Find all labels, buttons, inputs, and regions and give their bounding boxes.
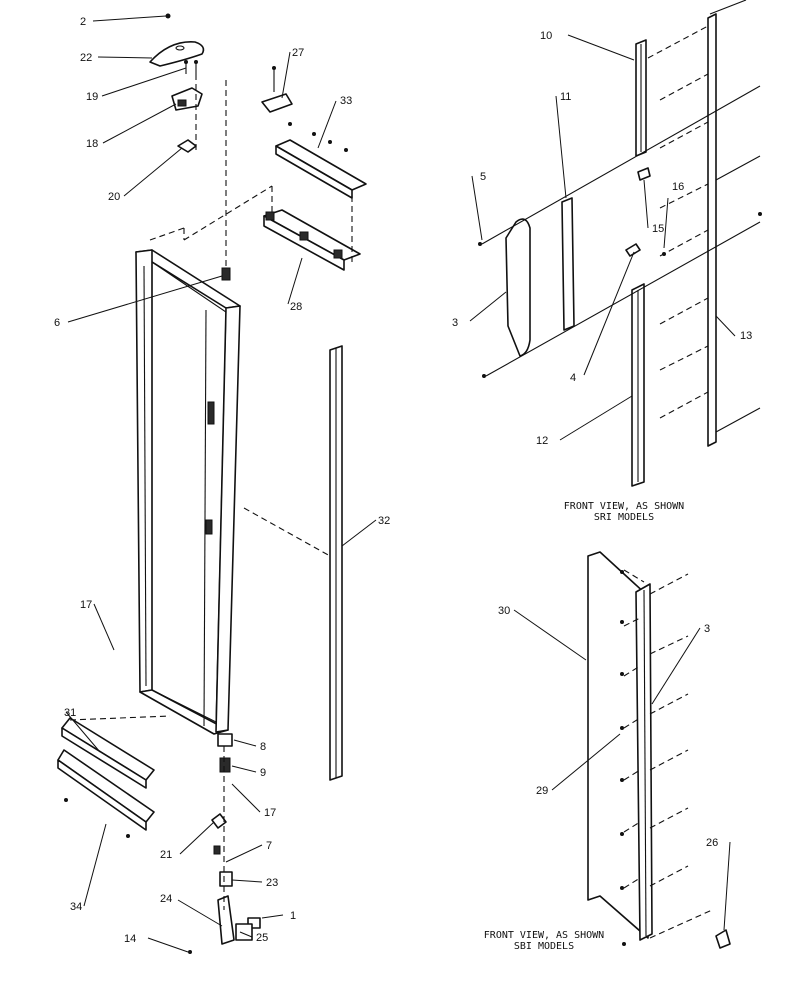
callout-23: 23 (266, 877, 278, 889)
sbi-caption-line1: FRONT VIEW, AS SHOWN (484, 930, 604, 941)
callout-14: 14 (124, 933, 136, 945)
door-frame (135, 185, 273, 735)
callout-17-bottom: 17 (264, 807, 276, 819)
sri-door-panel (647, 0, 761, 447)
callout-13: 13 (740, 330, 752, 342)
callout-32: 32 (378, 515, 390, 527)
sri-caption-line1: FRONT VIEW, AS SHOWN (564, 501, 684, 512)
callout-3-sri: 3 (452, 317, 458, 329)
callout-6: 6 (54, 317, 60, 329)
lower-trim-strip (631, 283, 645, 487)
bottom-channel (61, 715, 171, 789)
callout-9: 9 (260, 767, 266, 779)
sbi-clip (715, 929, 731, 949)
door-handle (505, 218, 531, 357)
callout-34: 34 (70, 901, 82, 913)
callout-3-sbi: 3 (704, 623, 710, 635)
leader-lines (65, 15, 736, 953)
top-bracket (261, 93, 293, 113)
callout-25: 25 (256, 932, 268, 944)
upper-trim-strip (635, 39, 647, 157)
breaker-strip (243, 345, 343, 781)
callout-19: 19 (86, 91, 98, 103)
callout-24: 24 (160, 893, 172, 905)
callout-4: 4 (570, 372, 576, 384)
sbi-door-panel (587, 551, 713, 946)
callout-28: 28 (290, 301, 302, 313)
callout-15: 15 (652, 223, 664, 235)
callout-26: 26 (706, 837, 718, 849)
callout-33: 33 (340, 95, 352, 107)
bottom-channel-base (57, 749, 155, 838)
top-channel (275, 122, 367, 199)
callout-29: 29 (536, 785, 548, 797)
callout-12: 12 (536, 435, 548, 447)
callout-17-left: 17 (80, 599, 92, 611)
callout-numbers: 1 2 3 3 4 5 6 7 8 9 10 11 12 13 14 15 16… (54, 16, 752, 945)
hinge-cover (149, 41, 205, 67)
callout-31: 31 (64, 707, 76, 719)
top-channel-base (263, 186, 361, 271)
frame-screw (221, 267, 231, 281)
hinge-shim (177, 139, 197, 153)
bottom-hinge (188, 733, 261, 954)
callout-21: 21 (160, 849, 172, 861)
handle-bracket (561, 197, 575, 331)
top-hinge (171, 87, 203, 111)
cover-screw (165, 13, 171, 19)
callout-20: 20 (108, 191, 120, 203)
callout-18: 18 (86, 138, 98, 150)
callout-1: 1 (290, 910, 296, 922)
callout-10: 10 (540, 30, 552, 42)
callout-27: 27 (292, 47, 304, 59)
callout-8: 8 (260, 741, 266, 753)
callout-5: 5 (480, 171, 486, 183)
callout-7: 7 (266, 840, 272, 852)
callout-30: 30 (498, 605, 510, 617)
sbi-caption-line2: SBI MODELS (514, 941, 574, 952)
callout-11: 11 (560, 91, 571, 103)
sri-caption-line2: SRI MODELS (594, 512, 654, 523)
callout-22: 22 (80, 52, 92, 64)
callout-2: 2 (80, 16, 86, 28)
callout-16: 16 (672, 181, 684, 193)
